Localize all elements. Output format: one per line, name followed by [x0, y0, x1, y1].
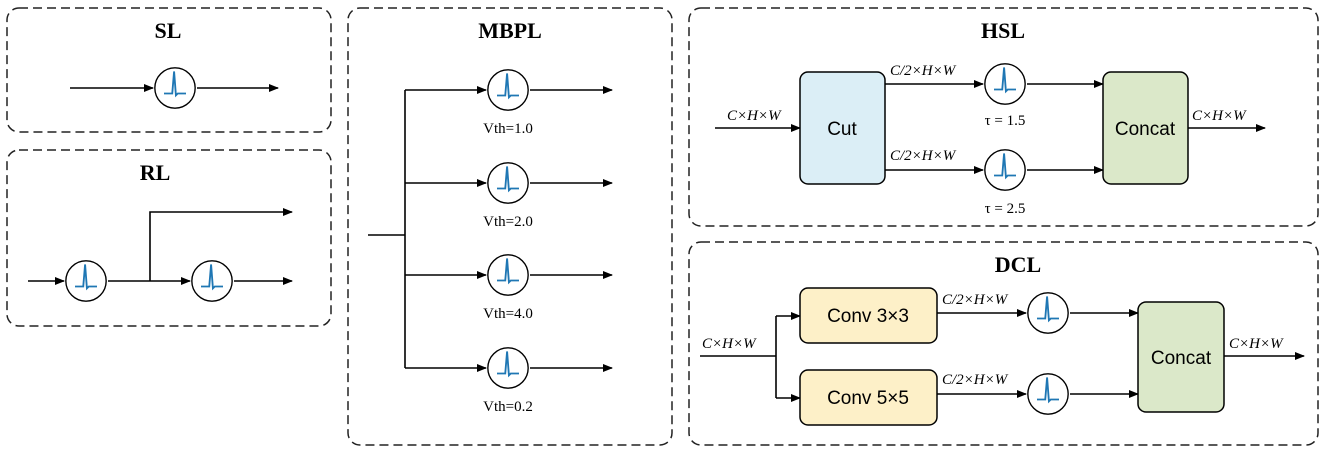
dcl-concat-label: Concat	[1151, 348, 1212, 369]
panel-rl-title: RL	[140, 160, 171, 185]
panel-hsl: HSL C×H×W Cut C/2×H×W τ = 1.5 C/2×H×W τ …	[688, 7, 1319, 227]
panel-hsl-title: HSL	[981, 18, 1025, 43]
panel-mbpl-title: MBPL	[478, 18, 542, 43]
dcl-conv-5x5-label: Conv 5×5	[827, 388, 909, 409]
hsl-concat-label: Concat	[1115, 119, 1176, 140]
panel-mbpl-border	[347, 7, 673, 446]
panel-mbpl: MBPL Vth=1.0 Vth=2.0 Vth=4.0 Vth=0.2	[347, 7, 673, 446]
mbpl-branch: Vth=0.2	[405, 346, 613, 415]
dcl-input-shape-label: C×H×W	[702, 336, 757, 352]
panel-hsl-border	[688, 7, 1319, 227]
rl-spiking-neuron-2-icon	[190, 259, 234, 303]
panel-rl-border	[6, 149, 332, 327]
dcl-out-top-label: C/2×H×W	[942, 292, 1009, 308]
mbpl-branch: Vth=1.0	[405, 68, 613, 137]
mbpl-spiking-neuron-icon	[486, 161, 530, 205]
panel-sl: SL	[6, 7, 332, 133]
sl-spiking-neuron-icon	[153, 66, 197, 110]
dcl-output-shape-label: C×H×W	[1229, 336, 1284, 352]
panel-dcl-border	[688, 241, 1319, 446]
mbpl-threshold-label: Vth=4.0	[483, 306, 533, 322]
hsl-cut-block	[799, 71, 886, 185]
dcl-out-bottom-label: C/2×H×W	[942, 372, 1009, 388]
dcl-spiking-neuron-top-icon	[1026, 291, 1070, 335]
mbpl-branch: Vth=4.0	[405, 253, 613, 322]
hsl-cut-label: Cut	[827, 119, 857, 140]
hsl-spiking-neuron-top-icon	[983, 62, 1027, 106]
mbpl-spiking-neuron-icon	[486, 346, 530, 390]
rl-residual-arrow	[149, 208, 293, 281]
dcl-conv-3x3-block	[799, 287, 938, 344]
mbpl-threshold-label: Vth=1.0	[483, 121, 533, 137]
panel-sl-border	[6, 7, 332, 133]
dcl-conv-5x5-block	[799, 369, 938, 426]
panel-dcl: DCL C×H×W Conv 3×3 Conv 5×5 C/2×H×W C/2×…	[688, 241, 1319, 446]
hsl-input-shape-label: C×H×W	[727, 108, 782, 124]
mbpl-branch: Vth=2.0	[405, 161, 613, 230]
dcl-spiking-neuron-bottom-icon	[1026, 372, 1070, 416]
hsl-split-bottom-label: C/2×H×W	[890, 148, 957, 164]
hsl-output-shape-label: C×H×W	[1192, 108, 1247, 124]
dcl-conv-3x3-label: Conv 3×3	[827, 306, 909, 327]
mbpl-threshold-label: Vth=2.0	[483, 214, 533, 230]
hsl-spiking-neuron-bottom-icon	[983, 148, 1027, 192]
rl-spiking-neuron-1-icon	[64, 259, 108, 303]
mbpl-spiking-neuron-icon	[486, 68, 530, 112]
panel-sl-title: SL	[155, 18, 182, 43]
hsl-tau-top-label: τ = 1.5	[985, 113, 1026, 129]
panel-rl: RL	[6, 149, 332, 327]
mbpl-threshold-label: Vth=0.2	[483, 399, 533, 415]
mbpl-spiking-neuron-icon	[486, 253, 530, 297]
hsl-split-top-label: C/2×H×W	[890, 63, 957, 79]
hsl-tau-bottom-label: τ = 2.5	[985, 201, 1026, 217]
dcl-concat-block	[1137, 301, 1225, 413]
panel-dcl-title: DCL	[995, 252, 1041, 277]
